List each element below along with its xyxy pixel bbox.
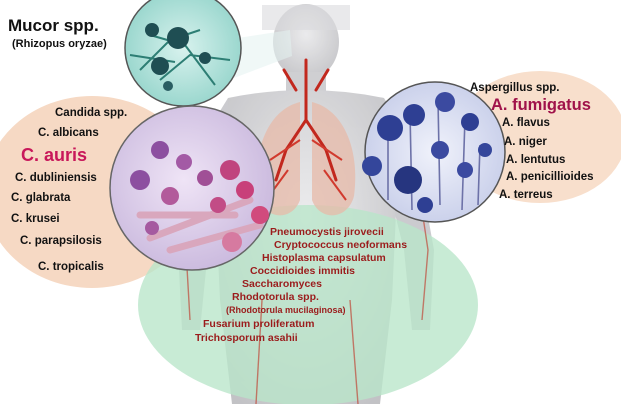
aspergillus-label-emphasized: A. fumigatus — [491, 96, 591, 114]
other-fungus-label: Histoplasma capsulatum — [262, 252, 386, 264]
aspergillus-label: A. lentutus — [506, 154, 566, 166]
other-fungus-label: Coccidioides immitis — [250, 265, 356, 277]
aspergillus-label: Aspergillus spp. — [470, 82, 560, 94]
candida-micrograph — [109, 105, 275, 271]
other-fungus-label: (Rhodotorula mucilaginosa) — [226, 305, 346, 315]
candida-label: C. tropicalis — [38, 261, 104, 273]
candida-label: C. glabrata — [11, 192, 71, 204]
other-fungus-label: Trichosporum asahii — [195, 332, 298, 344]
other-fungus-label: Saccharomyces — [242, 278, 322, 290]
aspergillus-label: A. terreus — [499, 189, 553, 201]
mucor-subtitle: (Rhizopus oryzae) — [12, 38, 107, 50]
candida-label: C. dubliniensis — [15, 172, 97, 184]
candida-label: Candida spp. — [55, 107, 128, 119]
candida-label: C. krusei — [11, 213, 60, 225]
aspergillus-label: A. niger — [504, 136, 547, 148]
other-fungus-label: Cryptococcus neoformans — [274, 239, 408, 251]
candida-label: C. albicans — [38, 127, 99, 139]
candida-label-emphasized: C. auris — [21, 145, 88, 165]
other-fungus-label: Rhodotorula spp. — [232, 291, 319, 303]
aspergillus-label: A. penicillioides — [506, 171, 594, 183]
aspergillus-label: A. flavus — [502, 117, 550, 129]
aspergillus-micrograph — [362, 81, 506, 223]
candida-label: C. parapsilosis — [20, 235, 102, 247]
magnifier-connector — [234, 30, 292, 78]
other-fungus-label: Fusarium proliferatum — [203, 318, 315, 330]
mucor-micrograph — [124, 0, 242, 107]
other-fungus-label: Pneumocystis jirovecii — [270, 226, 384, 238]
mucor-title: Mucor spp. — [8, 16, 99, 35]
